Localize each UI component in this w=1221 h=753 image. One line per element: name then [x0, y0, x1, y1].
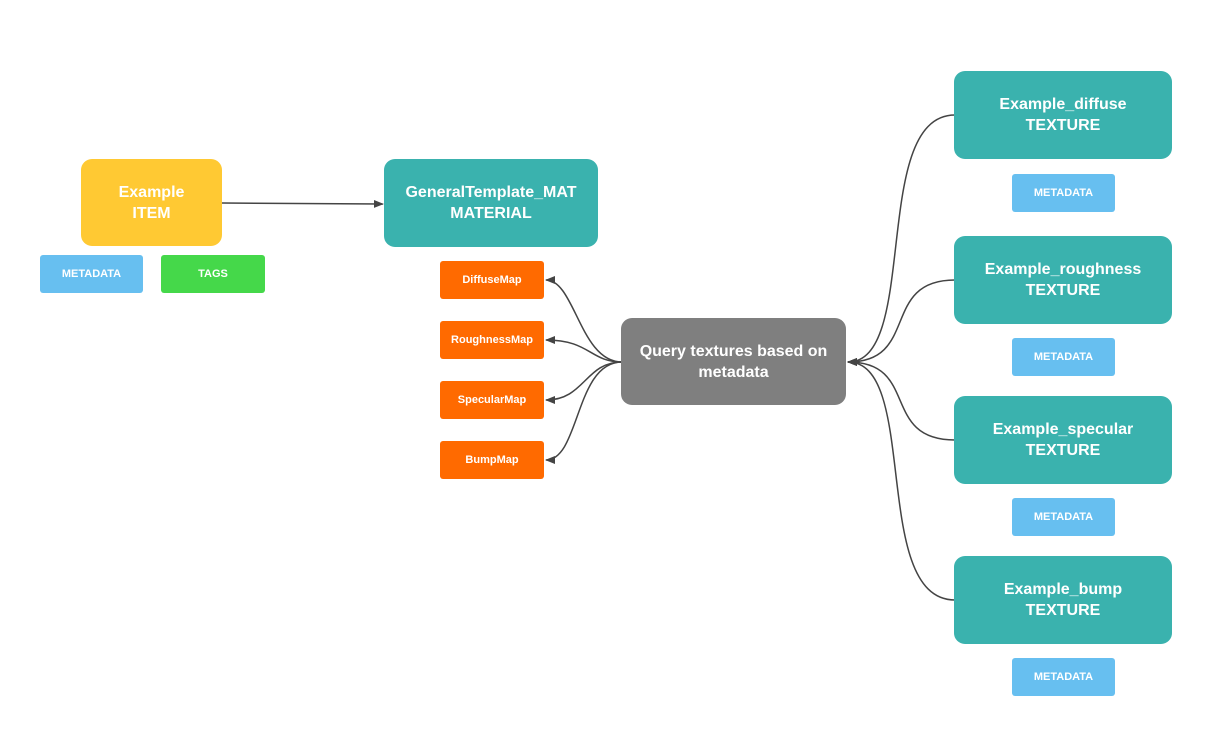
connector-query-to-bumpmap	[545, 361, 623, 464]
connector-diffuse-to-query	[847, 114, 956, 366]
texture-diffuse-metadata-label: METADATA	[1033, 186, 1094, 199]
texture-bump-node[interactable]: Example_bump TEXTURE	[954, 556, 1172, 644]
texture-roughness-title: Example_roughness	[984, 261, 1142, 278]
texture-roughness-type: TEXTURE	[1025, 282, 1101, 299]
connector-specular-to-query	[847, 358, 956, 441]
texture-specular-metadata-label: METADATA	[1033, 510, 1094, 523]
material-node-title: GeneralTemplate_MAT	[405, 184, 577, 201]
item-tags-label: TAGS	[198, 267, 228, 280]
texture-bump-metadata-label: METADATA	[1033, 670, 1094, 683]
texture-bump-type: TEXTURE	[1025, 602, 1101, 619]
texture-bump-title: Example_bump	[1003, 581, 1123, 598]
map-diffuse-label: DiffuseMap	[462, 273, 522, 286]
texture-roughness-metadata-label: METADATA	[1033, 350, 1094, 363]
material-node[interactable]: GeneralTemplate_MAT MATERIAL	[384, 159, 598, 247]
connector-bump-to-query	[847, 358, 956, 601]
texture-specular-metadata-chip[interactable]: METADATA	[1012, 498, 1115, 536]
item-metadata-label: METADATA	[61, 267, 122, 280]
texture-diffuse-metadata-chip[interactable]: METADATA	[1012, 174, 1115, 212]
query-node-line1: Query textures based on	[639, 342, 828, 360]
map-specular-node[interactable]: SpecularMap	[440, 381, 544, 419]
connector-roughness-to-query	[847, 279, 956, 366]
texture-specular-node[interactable]: Example_specular TEXTURE	[954, 396, 1172, 484]
item-metadata-chip[interactable]: METADATA	[40, 255, 143, 293]
texture-roughness-node[interactable]: Example_roughness TEXTURE	[954, 236, 1172, 324]
map-bump-label: BumpMap	[465, 453, 519, 466]
texture-diffuse-node[interactable]: Example_diffuse TEXTURE	[954, 71, 1172, 159]
texture-specular-type: TEXTURE	[1025, 442, 1101, 459]
query-node-line2: metadata	[698, 363, 769, 381]
texture-roughness-metadata-chip[interactable]: METADATA	[1012, 338, 1115, 376]
texture-diffuse-type: TEXTURE	[1025, 117, 1101, 134]
connector-query-to-diffusemap	[545, 276, 623, 363]
connector-query-to-roughnessmap	[545, 336, 623, 363]
map-roughness-node[interactable]: RoughnessMap	[440, 321, 544, 359]
texture-diffuse-title: Example_diffuse	[999, 96, 1127, 113]
map-roughness-label: RoughnessMap	[451, 333, 533, 346]
item-node-title: Example	[118, 183, 185, 201]
texture-bump-metadata-chip[interactable]: METADATA	[1012, 658, 1115, 696]
item-node-type: ITEM	[132, 204, 171, 222]
material-node-type: MATERIAL	[450, 205, 532, 222]
map-diffuse-node[interactable]: DiffuseMap	[440, 261, 544, 299]
item-node[interactable]: Example ITEM	[81, 159, 222, 246]
map-bump-node[interactable]: BumpMap	[440, 441, 544, 479]
connector-query-to-specularmap	[545, 361, 623, 404]
connector-item-to-material	[221, 199, 384, 208]
query-node[interactable]: Query textures based on metadata	[621, 318, 846, 405]
item-tags-chip[interactable]: TAGS	[161, 255, 265, 293]
map-specular-label: SpecularMap	[457, 393, 527, 406]
texture-specular-title: Example_specular	[992, 421, 1134, 438]
